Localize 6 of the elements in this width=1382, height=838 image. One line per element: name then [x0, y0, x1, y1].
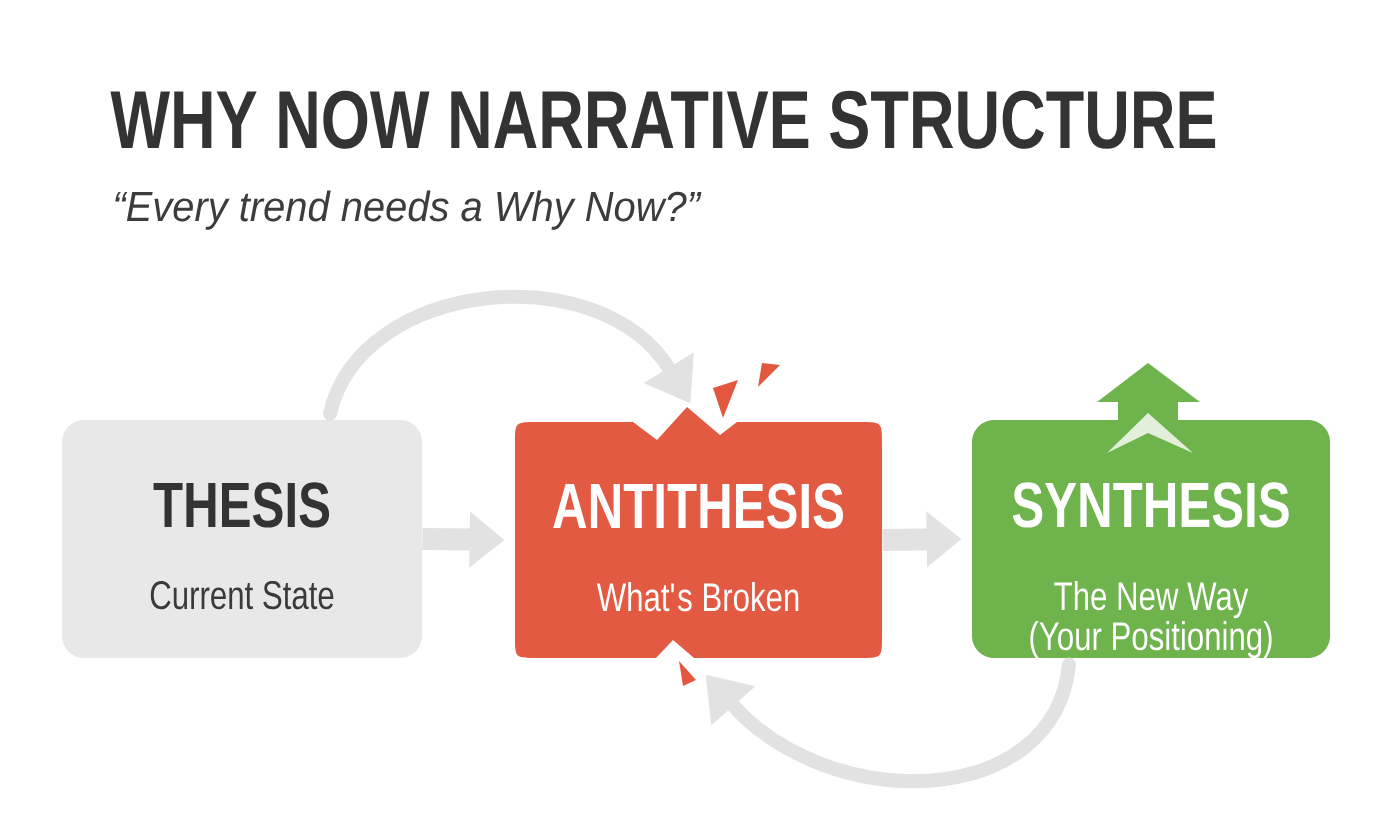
process-box: SYNTHESIS The New Way (Your Positioning)	[972, 420, 1330, 659]
subtitle: “Every trend needs a Why Now?”	[115, 190, 702, 230]
process-box: THESIS Current State	[62, 420, 422, 658]
process-box: ANTITHESIS What's Broken	[515, 407, 882, 658]
title: WHY NOW NARRATIVE STRUCTURE	[110, 90, 1216, 149]
curved-arrow	[323, 289, 694, 421]
